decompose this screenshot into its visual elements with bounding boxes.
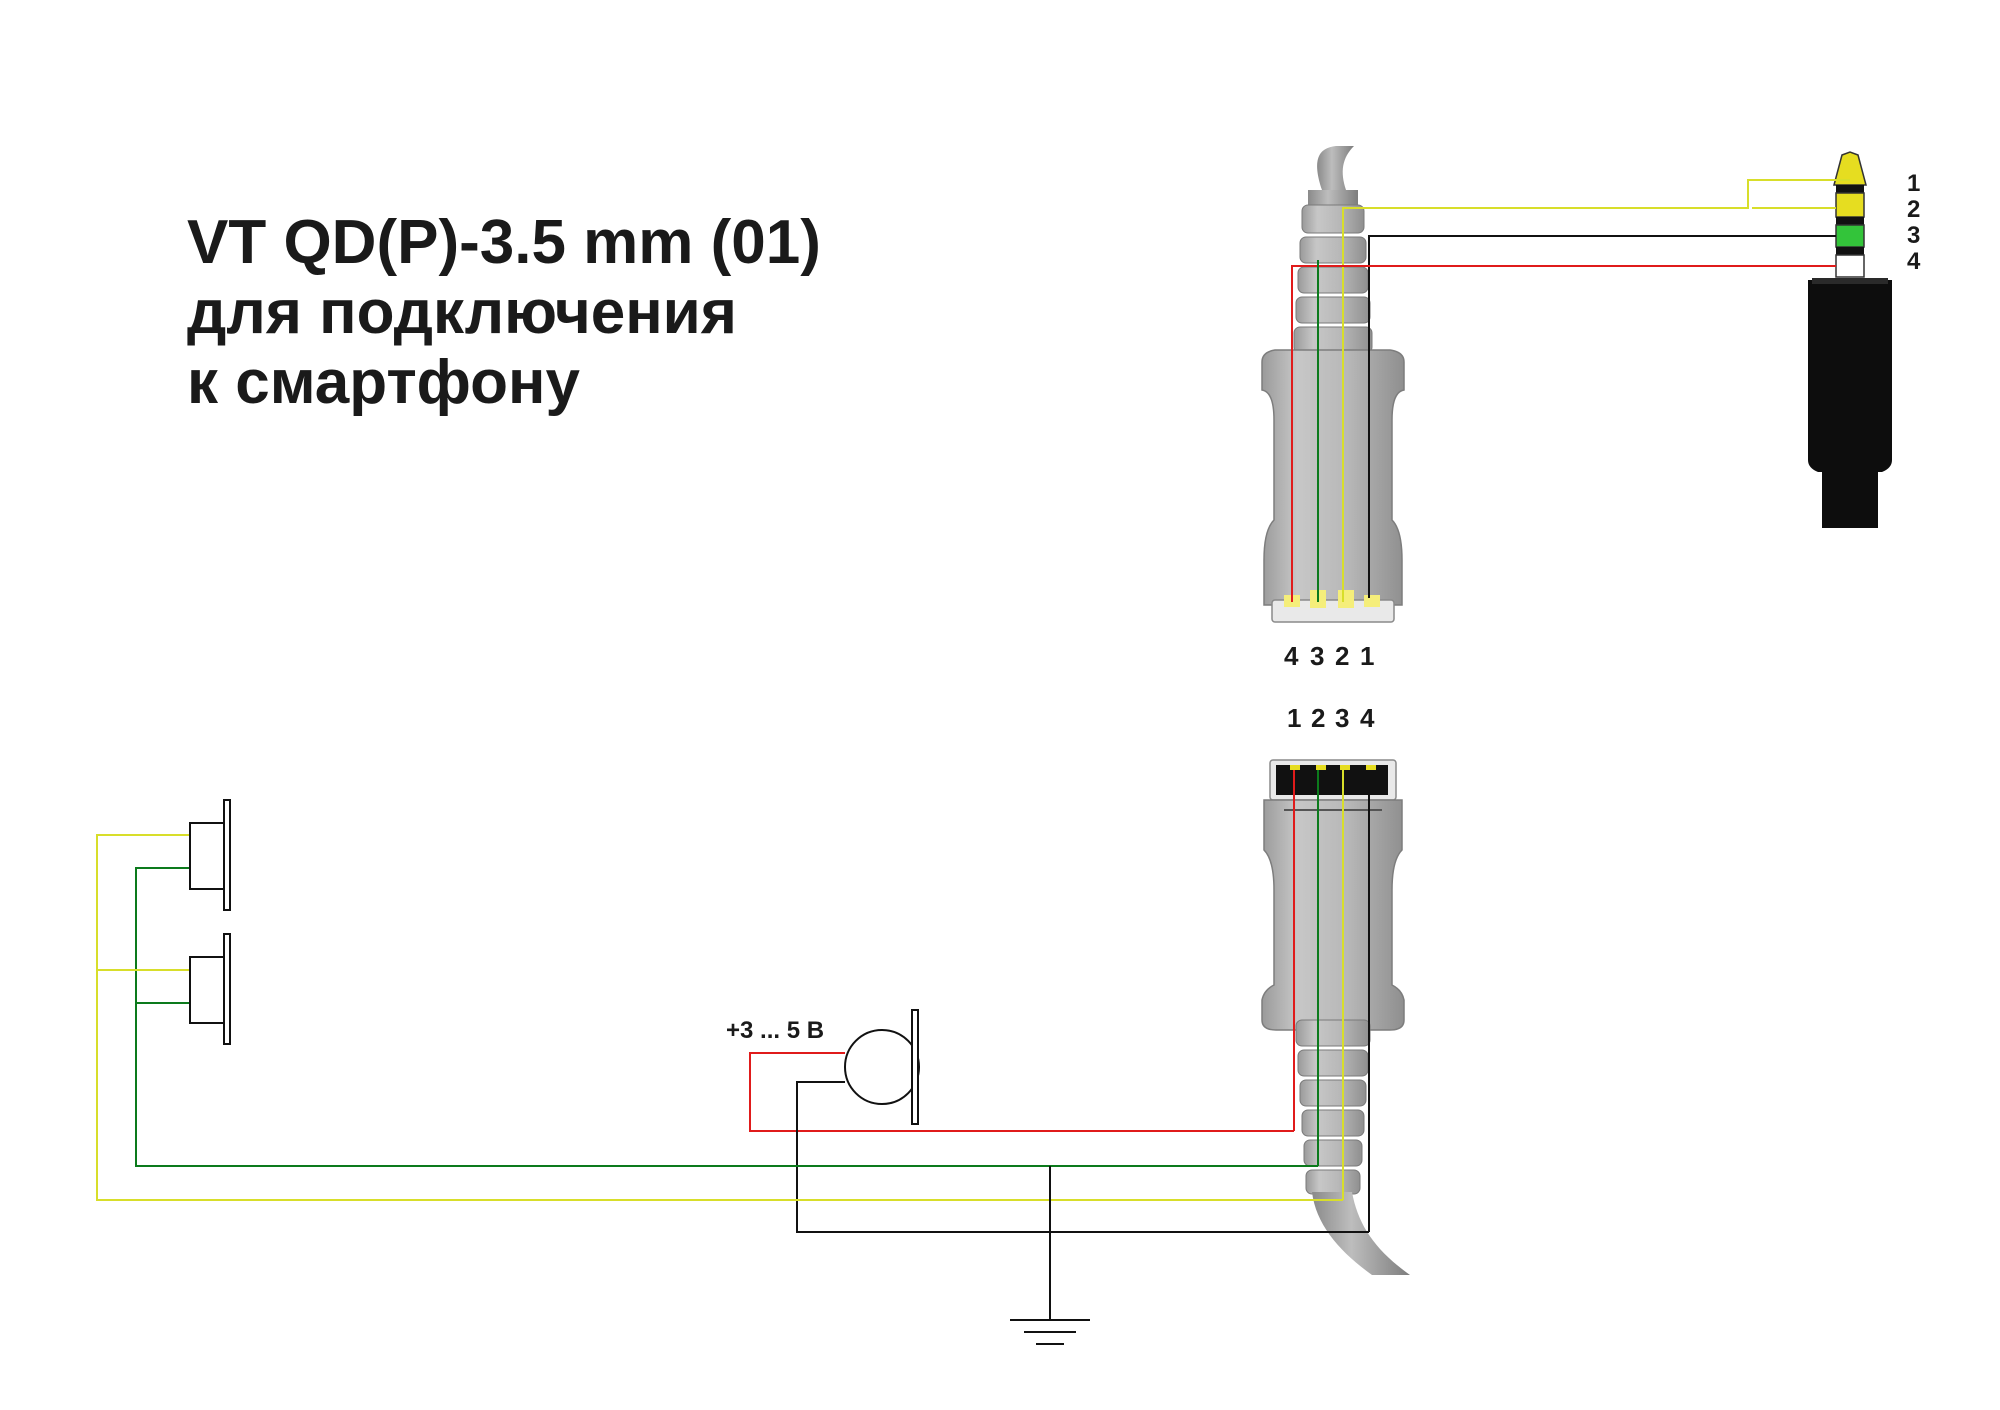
qd-male-pin-label-4: 4 [1360,703,1375,733]
speaker-2 [189,933,231,1045]
jack-ring-2 [1835,192,1865,218]
jack-insulator-2 [1836,217,1864,225]
qd-top-contact-2 [1338,590,1354,608]
qd-male-pin-label-2: 2 [1311,703,1325,733]
wire-black-mic-ground [796,1081,1369,1233]
diagram-title: VT QD(P)-3.5 mm (01) для подключения к с… [187,208,821,418]
ground-symbol [1010,1319,1090,1345]
jack-body [1808,280,1892,528]
qd-bottom-contact-3 [1340,765,1350,770]
qd-female-pin-label-3: 3 [1310,641,1324,671]
speaker-1 [189,799,231,911]
qd-top-contact-1 [1364,595,1380,607]
jack-3-5mm [1808,151,1892,528]
qd-top-strain-relief [1293,204,1373,354]
qd-female-pin-label-1: 1 [1360,641,1374,671]
qd-top-body [1261,349,1405,606]
jack-insulator-3 [1836,247,1864,255]
wire-green-speakers [135,867,1318,1167]
jack-pin-label-2: 2 [1907,196,1920,223]
jack-sleeve-4 [1835,254,1865,278]
title-line-2: для подключения [187,278,737,347]
qd-male-pin-label-1: 1 [1287,703,1301,733]
qd-top-cable [1317,146,1354,190]
qd-male-pin-label-3: 3 [1335,703,1349,733]
wire-jack-pin1-yellow [1342,179,1850,602]
qd-bottom-body [1261,799,1405,1031]
qd-female-pin-label-4: 4 [1284,641,1299,671]
title-line-1: VT QD(P)-3.5 mm (01) [187,208,821,277]
qd-bottom-contact-2 [1316,765,1326,770]
qd-female-pin-labels: 4 3 2 1 [1284,641,1374,671]
wire-jack-pin4-red [1291,265,1836,602]
microphone [844,1009,920,1125]
wire-jack-pin3-black [1368,235,1836,598]
jack-pin-label-3: 3 [1907,222,1920,249]
jack-insulator-1 [1836,185,1864,193]
jack-ring-3 [1835,224,1865,248]
qd-female-connector [1261,146,1405,623]
qd-bottom-contact-4 [1366,765,1376,770]
jack-pin-label-1: 1 [1907,170,1920,197]
jack-body-cap [1812,278,1888,284]
qd-male-pin-labels: 1 2 3 4 [1287,703,1375,733]
wire-yellow-speakers [96,834,1343,1201]
qd-bottom-strain-relief [1295,1019,1371,1195]
wire-red-mic-supply [749,1052,1294,1132]
qd-bottom-contact-1 [1290,765,1300,770]
jack-pin-labels: 1 2 3 4 [1907,170,1921,275]
jack-pin-label-4: 4 [1907,248,1921,275]
mic-voltage-label: +3 ... 5 В [726,1017,824,1044]
title-line-3: к смартфону [187,348,580,417]
qd-top-face [1271,599,1395,623]
qd-female-pin-label-2: 2 [1335,641,1349,671]
qd-bottom-cable [1312,1192,1410,1275]
qd-male-connector [1261,759,1410,1275]
